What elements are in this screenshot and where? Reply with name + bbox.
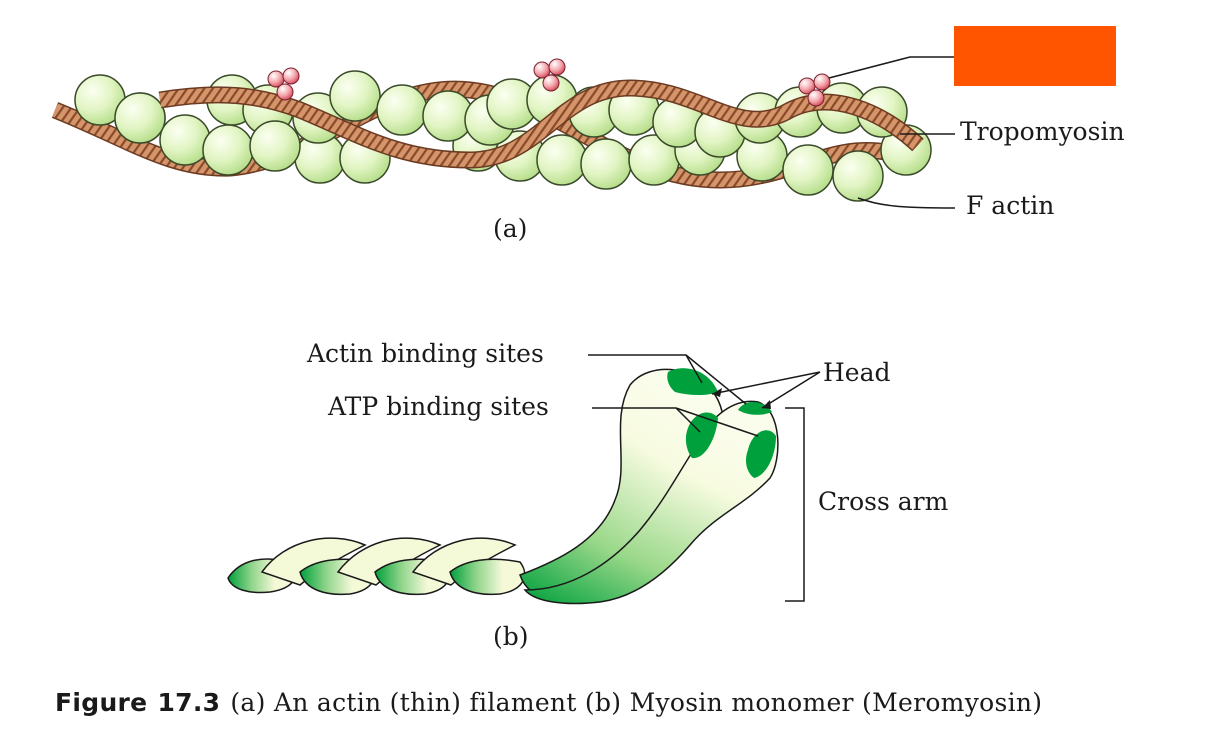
f-actin-leader-line bbox=[857, 197, 956, 209]
troponin-complex bbox=[798, 73, 831, 107]
actin-monomer-bead bbox=[782, 144, 834, 196]
troponin-leader-line bbox=[828, 56, 955, 79]
myosin-head-front bbox=[523, 400, 779, 605]
redaction-box bbox=[954, 26, 1116, 86]
atp-binding-site bbox=[746, 430, 776, 478]
actin-binding-sites-label: Actin binding sites bbox=[306, 339, 544, 368]
actin-monomer-bead bbox=[536, 134, 588, 186]
actin-monomer-bead bbox=[249, 120, 301, 172]
caption-number: 17.3 bbox=[157, 688, 221, 717]
head-label: Head bbox=[823, 358, 891, 387]
tropomyosin-label: Tropomyosin bbox=[960, 117, 1125, 146]
actin-monomer-bead bbox=[832, 150, 884, 202]
actin-monomer-bead bbox=[329, 70, 381, 122]
atp-binding-site bbox=[685, 412, 718, 459]
atp-binding-sites-label: ATP binding sites bbox=[327, 392, 549, 421]
atp-sites-leader bbox=[592, 407, 759, 437]
head-arrow-1 bbox=[712, 388, 722, 397]
myosin-monomer bbox=[227, 368, 779, 605]
actin-monomer-bead bbox=[580, 138, 632, 190]
head-arrow-2 bbox=[762, 400, 771, 409]
cross-arm-label: Cross arm bbox=[818, 487, 949, 516]
troponin-complex bbox=[533, 58, 566, 92]
part-b-label: (b) bbox=[493, 622, 529, 651]
actin-sites-leader bbox=[588, 354, 747, 405]
myosin-tail bbox=[227, 537, 526, 596]
head-leader bbox=[711, 371, 821, 409]
actin-binding-site bbox=[738, 401, 772, 415]
actin-filament bbox=[51, 58, 932, 202]
actin-monomer-bead bbox=[114, 92, 166, 144]
actin-binding-site bbox=[667, 368, 718, 395]
cross-arm-bracket bbox=[785, 407, 805, 602]
caption-prefix: Figure bbox=[55, 688, 148, 717]
troponin-complex bbox=[267, 67, 300, 101]
actin-monomer-bead bbox=[202, 124, 254, 176]
caption-text: (a) An actin (thin) filament (b) Myosin … bbox=[230, 688, 1043, 717]
figure-caption: Figure 17.3 (a) An actin (thin) filament (… bbox=[55, 688, 1042, 717]
part-a-label: (a) bbox=[493, 214, 527, 243]
f-actin-label: F actin bbox=[966, 191, 1054, 220]
actin-monomer-bead bbox=[376, 84, 428, 136]
actin-monomer-bead bbox=[159, 114, 211, 166]
